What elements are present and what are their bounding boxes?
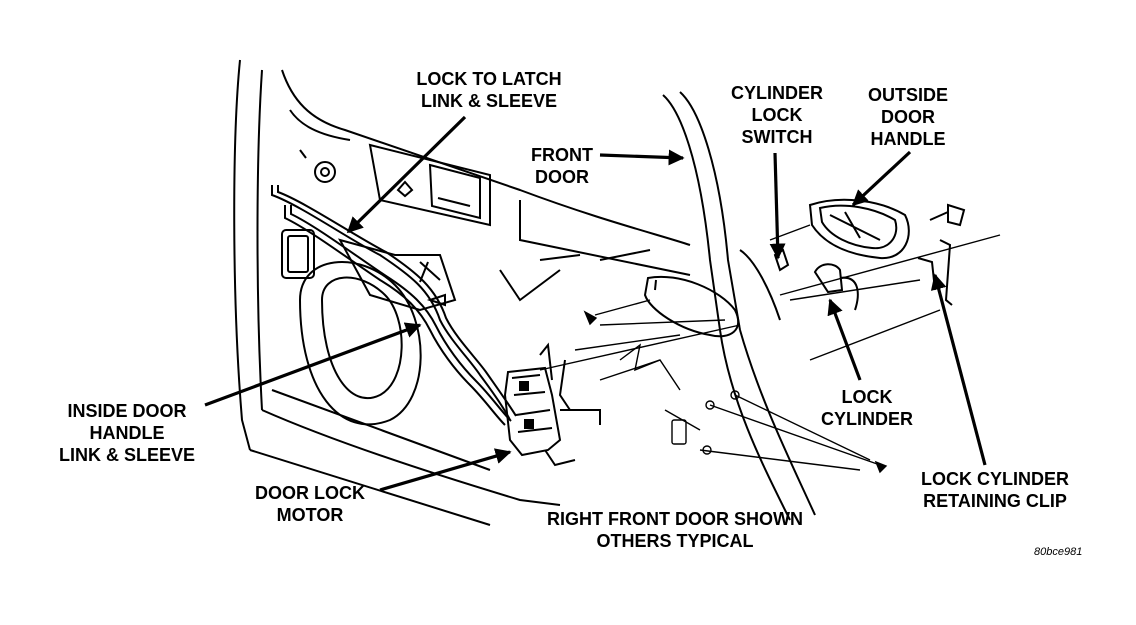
label-lock-cylinder: LOCK CYLINDER — [812, 386, 922, 430]
label-line: LINK & SLEEVE — [420, 91, 558, 111]
callout-arrows — [204, 115, 987, 492]
label-right-front-door-shown: RIGHT FRONT DOOR SHOWN OTHERS TYPICAL — [520, 508, 830, 552]
label-line: LOCK — [751, 105, 803, 125]
label-line: MOTOR — [276, 505, 344, 525]
label-line: CYLINDER — [730, 83, 823, 103]
label-lock-to-latch-link: LOCK TO LATCH LINK & SLEEVE — [384, 68, 594, 112]
label-line: LOCK TO LATCH — [416, 69, 562, 89]
label-outside-door-handle: OUTSIDE DOOR HANDLE — [850, 84, 966, 150]
label-line: DOOR — [535, 167, 589, 187]
link-rods — [271, 185, 517, 426]
handle-recess — [299, 143, 491, 227]
figure-code: 80bce981 — [1034, 546, 1083, 558]
label-line: DOOR LOCK — [255, 483, 365, 503]
label-door-lock-motor: DOOR LOCK MOTOR — [240, 482, 380, 526]
assembly-leaders — [539, 224, 1001, 474]
label-line: OUTSIDE — [867, 85, 948, 105]
label-cylinder-lock-switch: CYLINDER LOCK SWITCH — [718, 82, 836, 148]
label-line: INSIDE DOOR — [67, 401, 187, 421]
label-line: CYLINDER — [820, 409, 913, 429]
label-line: SWITCH — [741, 127, 813, 147]
panel-details — [337, 238, 651, 312]
speaker-cutout — [281, 161, 422, 426]
label-line: RETAINING CLIP — [923, 491, 1067, 511]
label-line: LOCK CYLINDER — [921, 469, 1069, 489]
label-line: RIGHT FRONT DOOR SHOWN — [547, 509, 803, 529]
door-panel — [233, 59, 691, 526]
label-line: HANDLE — [89, 423, 165, 443]
label-line: LINK & SLEEVE — [58, 445, 196, 465]
label-line: HANDLE — [870, 129, 946, 149]
label-line: FRONT — [531, 145, 593, 165]
door-frame-right — [662, 91, 816, 521]
label-lock-cylinder-retaining-clip: LOCK CYLINDER RETAINING CLIP — [900, 468, 1090, 512]
label-line: LOCK — [841, 387, 893, 407]
label-line: OTHERS TYPICAL — [596, 531, 754, 551]
outer-components — [643, 198, 966, 338]
door-lock-motor-drawing — [503, 342, 601, 467]
label-front-door: FRONT DOOR — [522, 144, 602, 188]
label-inside-door-handle-link: INSIDE DOOR HANDLE LINK & SLEEVE — [42, 400, 212, 466]
label-line: DOOR — [881, 107, 935, 127]
